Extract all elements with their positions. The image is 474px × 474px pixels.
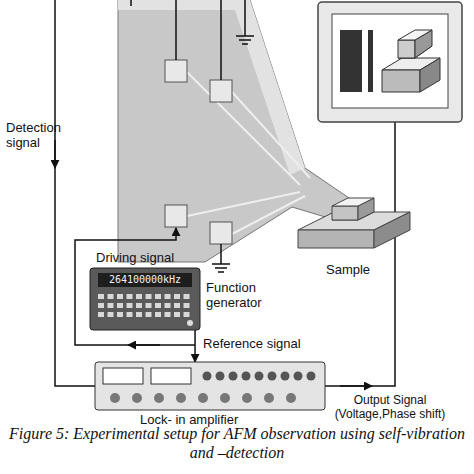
device-button (146, 312, 152, 317)
device-button (117, 303, 123, 308)
device-button (127, 303, 133, 308)
signal-name: Detection signal (6, 120, 66, 150)
electrode-pad (165, 60, 187, 82)
device-button (184, 294, 190, 299)
device-button (117, 312, 123, 317)
signal-arrow (54, 140, 56, 168)
control-knob (307, 372, 316, 381)
control-knob (286, 393, 296, 403)
output-wire (325, 122, 395, 386)
device-button (146, 294, 152, 299)
signal-connector (194, 330, 196, 362)
sample-block: Sample (298, 200, 410, 252)
device-button (98, 303, 104, 308)
sample-face (298, 230, 374, 248)
control-knob (110, 393, 120, 403)
sample-face (332, 206, 358, 220)
sample-label: Sample (326, 262, 406, 277)
device-body (95, 362, 325, 410)
device-label: Function generator (206, 280, 278, 310)
device-button (146, 303, 152, 308)
control-knob (242, 372, 251, 381)
lock-in-amplifier: Lock- in amplifier (95, 362, 325, 410)
device-button (174, 303, 180, 308)
control-knob (281, 372, 290, 381)
control-knob (132, 393, 142, 403)
device-button (98, 294, 104, 299)
device-button (174, 312, 180, 317)
afm-image-block (398, 30, 432, 40)
device-button (165, 303, 171, 308)
control-knob (198, 393, 208, 403)
afm-image-block (382, 70, 420, 92)
meter-window (103, 368, 143, 384)
device-button (165, 312, 171, 317)
monitor-frame (318, 2, 462, 122)
control-knob (220, 393, 230, 403)
device-body (90, 268, 200, 330)
device-button (108, 303, 114, 308)
connector-label: Reference signal (203, 336, 301, 351)
afm-image-block (398, 40, 415, 58)
ground-symbol (236, 0, 254, 44)
lockin-outline (95, 362, 325, 410)
afm-image-block (420, 58, 440, 92)
control-knob (176, 393, 186, 403)
control-knob (242, 393, 252, 403)
device-button (155, 303, 161, 308)
control-knob (255, 372, 264, 381)
device-button (165, 294, 171, 299)
figure-caption: Figure 5: Experimental setup for AFM obs… (0, 424, 474, 462)
control-knob (229, 372, 238, 381)
sample-outline (298, 200, 410, 252)
device-button (184, 303, 190, 308)
monitor-screen (332, 14, 448, 108)
device-button (98, 312, 104, 317)
afm-image-bar (340, 30, 362, 92)
device-button (155, 312, 161, 317)
device-button (174, 294, 180, 299)
signal-name: Output Signal (Voltage,Phase shift) (328, 393, 452, 421)
device-label: Lock- in amplifier (140, 412, 300, 427)
afm-image-bar (368, 30, 373, 92)
device-button (184, 312, 190, 317)
device-button (108, 294, 114, 299)
signal-arrow (340, 385, 372, 387)
control-knob (268, 372, 277, 381)
device-button (108, 312, 114, 317)
signal-name: Driving signal (96, 250, 216, 265)
device-button (136, 312, 142, 317)
control-knob (264, 393, 274, 403)
function-generator: 264100000kHzFunction generator (90, 268, 200, 330)
control-knob (203, 372, 212, 381)
electrode-pad (210, 80, 232, 102)
wire (176, 0, 221, 80)
device-button (127, 294, 133, 299)
meter-window (151, 368, 191, 384)
device-button (127, 312, 133, 317)
sample-face (332, 198, 374, 206)
sample-face (374, 212, 410, 248)
control-knob (294, 372, 303, 381)
output-jack (187, 320, 193, 326)
control-knob (154, 393, 164, 403)
chip-highlight (118, 0, 305, 175)
electrode-pad (165, 205, 187, 227)
device-button (117, 294, 123, 299)
device-button (155, 294, 161, 299)
frequency-display: 264100000kHz (98, 273, 192, 287)
device-button (136, 303, 142, 308)
ground-symbol (212, 244, 230, 272)
device-button (136, 294, 142, 299)
chip-trace (187, 72, 310, 234)
control-knob (216, 372, 225, 381)
signal-arrow (128, 344, 160, 346)
electrode-pad (210, 222, 232, 244)
